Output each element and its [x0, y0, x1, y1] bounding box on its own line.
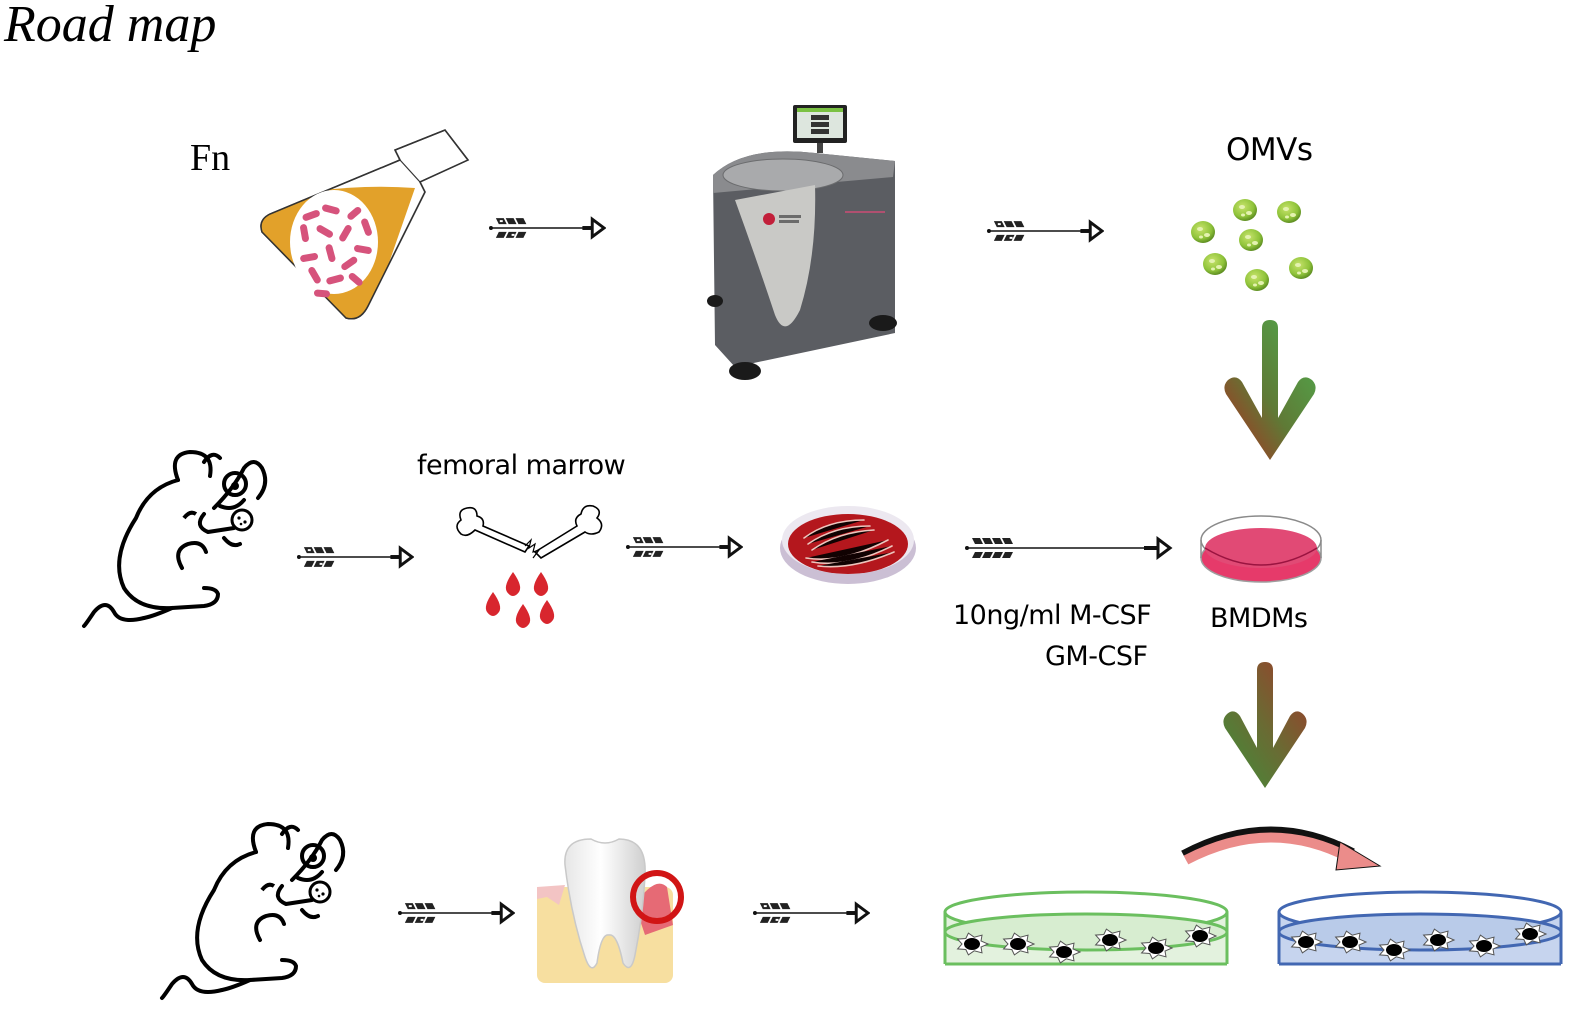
- macrophage-cell-icon: [1140, 936, 1174, 960]
- page-title: Road map: [4, 0, 217, 53]
- arrow-bmdms-to-dishes: [1223, 662, 1307, 788]
- broken-femur-icon: [456, 504, 603, 628]
- gm-csf-label: GM-CSF: [1045, 641, 1148, 672]
- macrophage-cell-icon: [1468, 934, 1502, 958]
- macrophage-cell-icon: [1334, 930, 1368, 954]
- macrophage-cell-icon: [1378, 938, 1412, 962]
- concentration-label: 10ng/ml M-CSF: [953, 600, 1152, 631]
- bmdm-culture-dish-icon: [1200, 515, 1322, 583]
- arrow-agar-to-bmdms: [965, 536, 1173, 560]
- omvs-label: OMVs: [1226, 132, 1313, 168]
- femoral-marrow-label: femoral marrow: [417, 450, 626, 481]
- ultracentrifuge-icon: [707, 105, 897, 380]
- macrophage-cell-icon: [1184, 924, 1218, 948]
- erlenmeyer-flask-icon: [260, 129, 470, 320]
- blue-culture-dish-icon: [1277, 890, 1563, 966]
- arrow-omvs-to-bmdms: [1224, 320, 1316, 460]
- mouse-icon: [82, 450, 268, 628]
- macrophage-cell-icon: [956, 932, 990, 956]
- macrophage-cell-icon: [1422, 928, 1456, 952]
- macrophage-cell-icon: [1290, 930, 1324, 954]
- blood-agar-plate-icon: [780, 506, 916, 584]
- macrophage-cell-icon: [1514, 922, 1548, 946]
- bmdms-label: BMDMs: [1210, 603, 1308, 634]
- curved-transfer-arrow: [1181, 826, 1382, 871]
- inflamed-tooth-icon: [537, 838, 684, 983]
- macrophage-cell-icon: [1002, 932, 1036, 956]
- periodontitis-mouse-icon: [160, 822, 346, 1000]
- macrophage-cell-icon: [1094, 928, 1128, 952]
- macrophage-cell-icon: [1048, 940, 1082, 964]
- fn-label: Fn: [190, 137, 231, 179]
